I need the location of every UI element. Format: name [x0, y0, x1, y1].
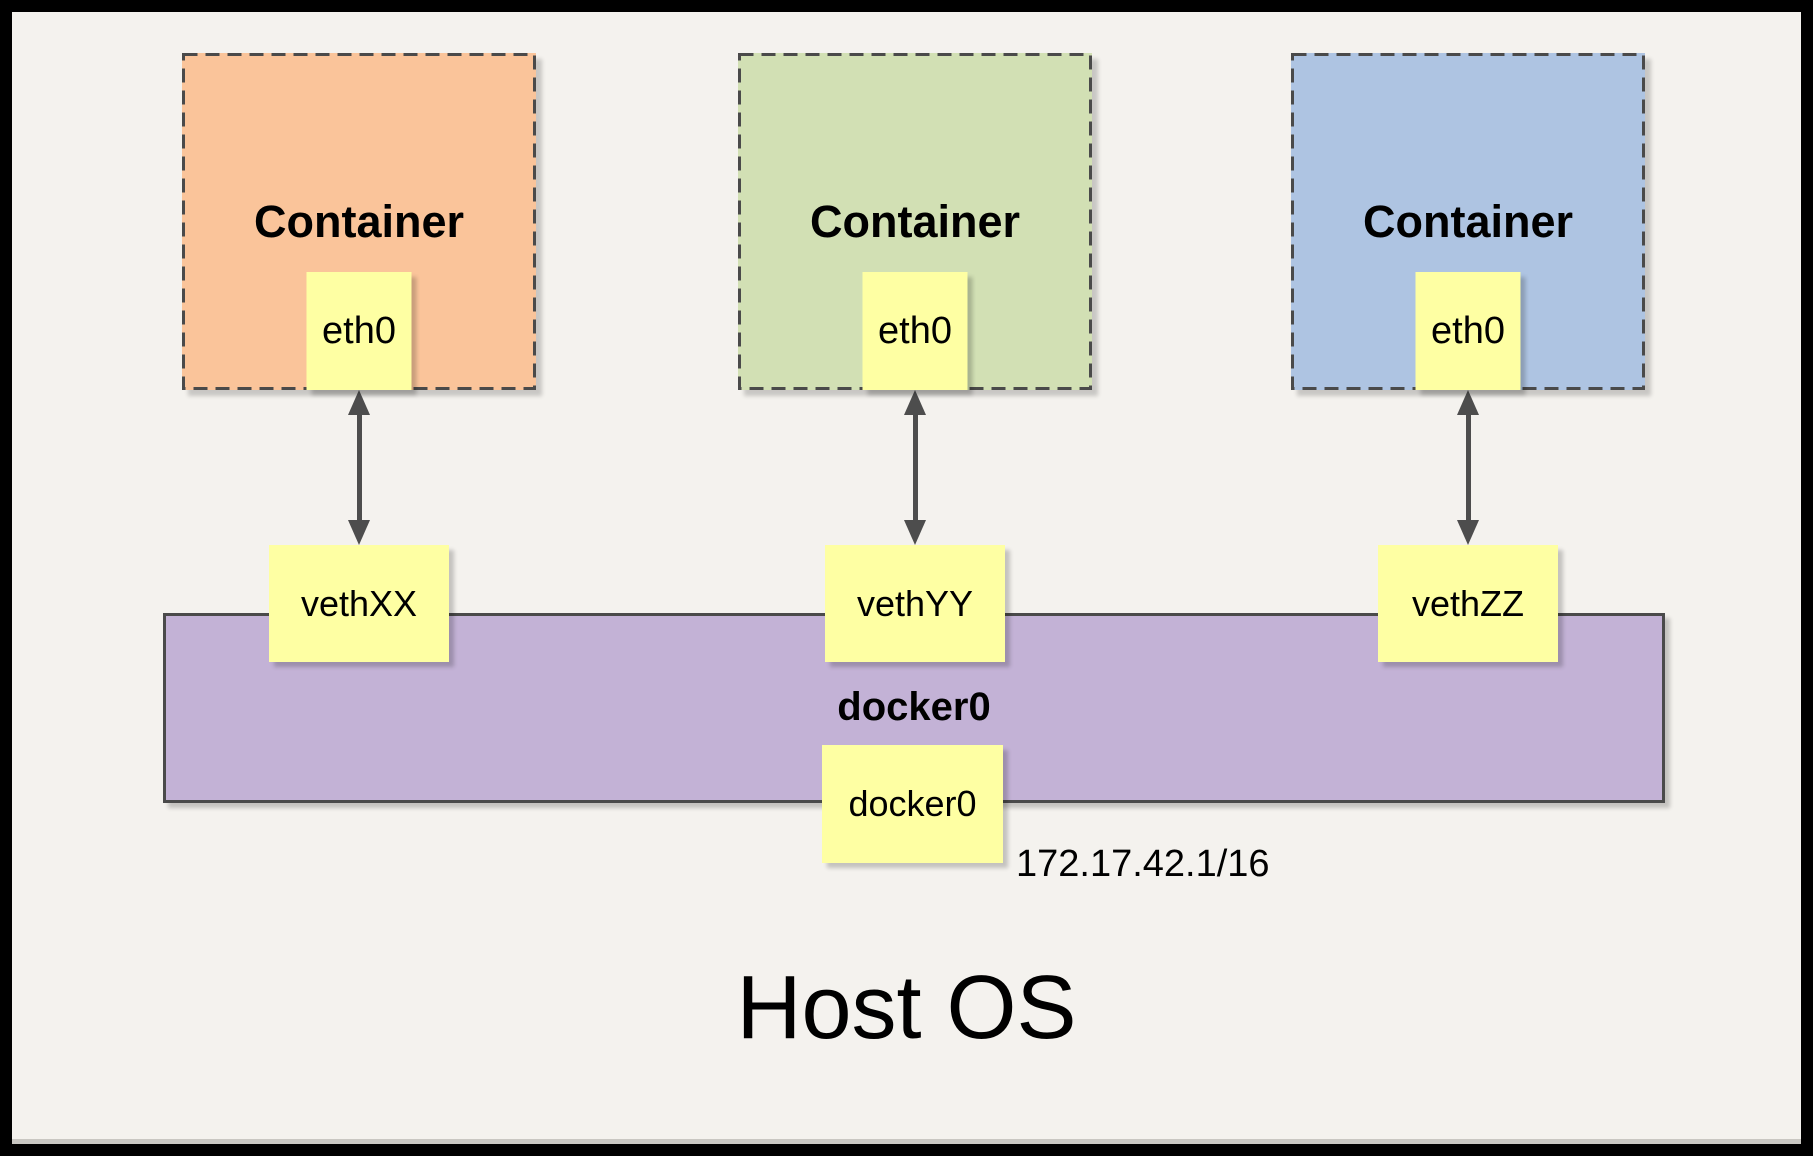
vethyy-box: vethYY	[825, 545, 1005, 662]
container-box-3: Container eth0	[1291, 53, 1645, 390]
arrow-shaft	[912, 415, 918, 520]
veth-connection-arrow-3	[1456, 390, 1480, 545]
veth-connection-arrow-2	[903, 390, 927, 545]
vethzz-box: vethZZ	[1378, 545, 1558, 662]
container-title-2: Container	[809, 195, 1021, 247]
arrow-up-icon	[904, 390, 926, 415]
bridge-ip-label: 172.17.42.1/16	[1016, 843, 1270, 885]
container-title-1: Container	[253, 195, 465, 247]
arrow-down-icon	[1457, 520, 1479, 545]
host-os-label: Host OS	[736, 958, 1077, 1058]
docker0-bridge-label: docker0	[837, 685, 991, 729]
arrow-up-icon	[1457, 390, 1479, 415]
arrow-down-icon	[348, 520, 370, 545]
arrow-shaft	[356, 415, 362, 520]
arrow-shaft	[1465, 415, 1471, 520]
eth0-box-2: eth0	[862, 272, 968, 390]
vethxx-box: vethXX	[269, 545, 449, 662]
container-box-2: Container eth0	[738, 53, 1092, 390]
arrow-up-icon	[348, 390, 370, 415]
container-box-1: Container eth0	[182, 53, 536, 390]
veth-connection-arrow-1	[347, 390, 371, 545]
container-title-3: Container	[1362, 195, 1574, 247]
docker0-interface-box: docker0	[822, 745, 1003, 863]
arrow-down-icon	[904, 520, 926, 545]
eth0-box-1: eth0	[306, 272, 412, 390]
eth0-box-3: eth0	[1415, 272, 1521, 390]
